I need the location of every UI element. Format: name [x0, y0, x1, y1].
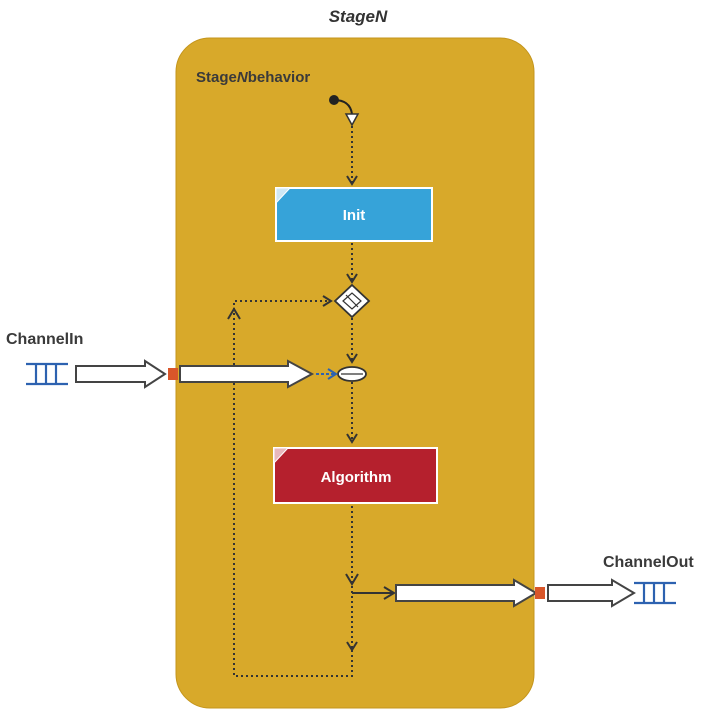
out-port: [535, 587, 545, 599]
channel-out-label: ChannelOut: [603, 554, 694, 571]
algorithm-label: Algorithm: [321, 469, 392, 486]
loop-back-flow: [233, 295, 353, 677]
channel-in-label: ChannelIn: [6, 331, 83, 348]
init-action: Init: [275, 187, 433, 242]
channel-in-wide-arrow: [75, 359, 167, 389]
merge-node: [333, 283, 371, 319]
channel-in-icon: [26, 362, 68, 386]
port-to-receive-wide-arrow: [179, 359, 315, 389]
behavior-label: StageNbehavior: [196, 69, 310, 86]
in-port: [168, 368, 178, 380]
channel-out-icon: [634, 581, 676, 605]
send-to-port-wide-arrow: [395, 578, 538, 608]
send-arrow-marker: [345, 573, 359, 586]
algorithm-action: Algorithm: [273, 447, 438, 504]
init-label: Init: [343, 207, 366, 224]
loop-back-arrow-up: [227, 307, 241, 320]
channel-out-wide-arrow: [547, 578, 636, 608]
initial-node: [329, 95, 360, 127]
stage-title: StageN: [329, 7, 388, 26]
